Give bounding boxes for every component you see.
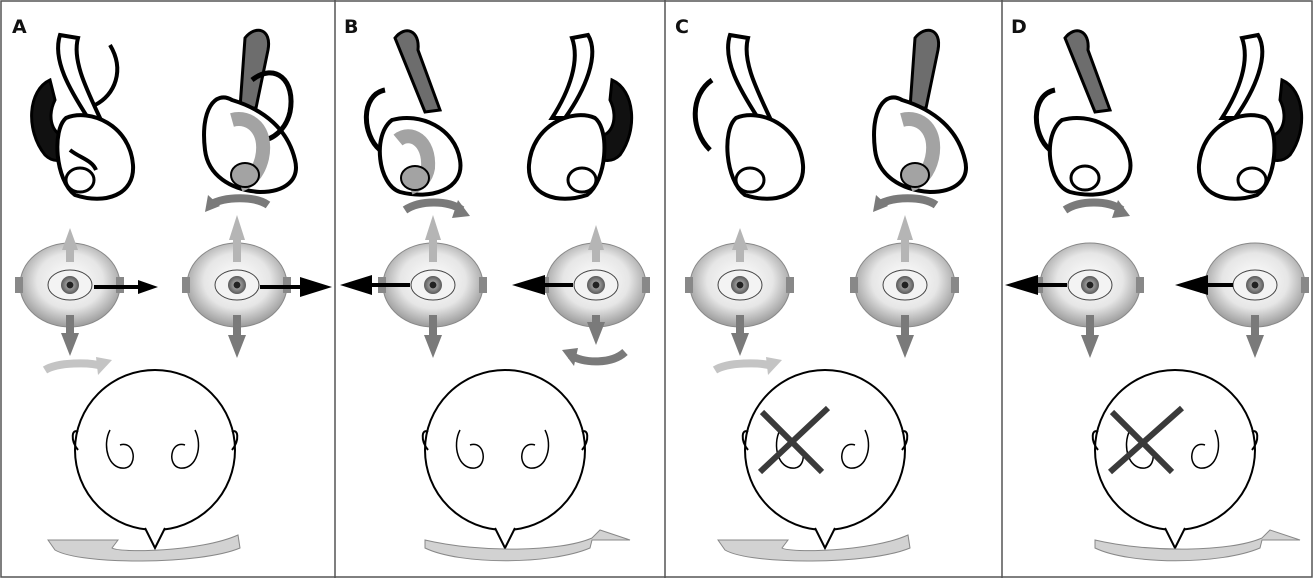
labyrinth-left	[32, 35, 133, 199]
head-top-view	[718, 370, 910, 561]
eye-right	[512, 225, 650, 366]
labyrinth-left	[695, 35, 803, 199]
eye-right	[850, 195, 959, 358]
eyes-row	[1005, 200, 1309, 358]
eyes-row	[15, 195, 332, 375]
head-top-view	[423, 370, 630, 561]
head-top-view	[48, 370, 240, 561]
panel-label-b: B	[344, 16, 358, 38]
labyrinth-right	[529, 35, 632, 199]
panel-b: B	[340, 16, 650, 561]
eye-left	[15, 228, 158, 375]
labyrinth-left	[1036, 31, 1130, 195]
panel-c: C	[675, 16, 966, 561]
eye-right	[1175, 243, 1309, 358]
panel-label-a: A	[12, 16, 27, 38]
panel-a: A	[12, 16, 332, 561]
labyrinth-right	[1199, 35, 1302, 199]
head-top-view	[1093, 370, 1300, 561]
eye-left	[340, 200, 487, 358]
labyrinth-right	[204, 30, 296, 192]
panel-d: D	[1005, 16, 1309, 561]
panel-label-c: C	[675, 16, 689, 38]
panel-label-d: D	[1011, 16, 1027, 38]
labyrinth-left	[366, 31, 460, 195]
eye-left	[1005, 200, 1144, 358]
labyrinth-right	[874, 30, 966, 192]
eyes-row	[685, 195, 959, 375]
eyes-row	[340, 200, 650, 366]
eye-right	[182, 195, 332, 358]
eye-left	[685, 228, 794, 375]
